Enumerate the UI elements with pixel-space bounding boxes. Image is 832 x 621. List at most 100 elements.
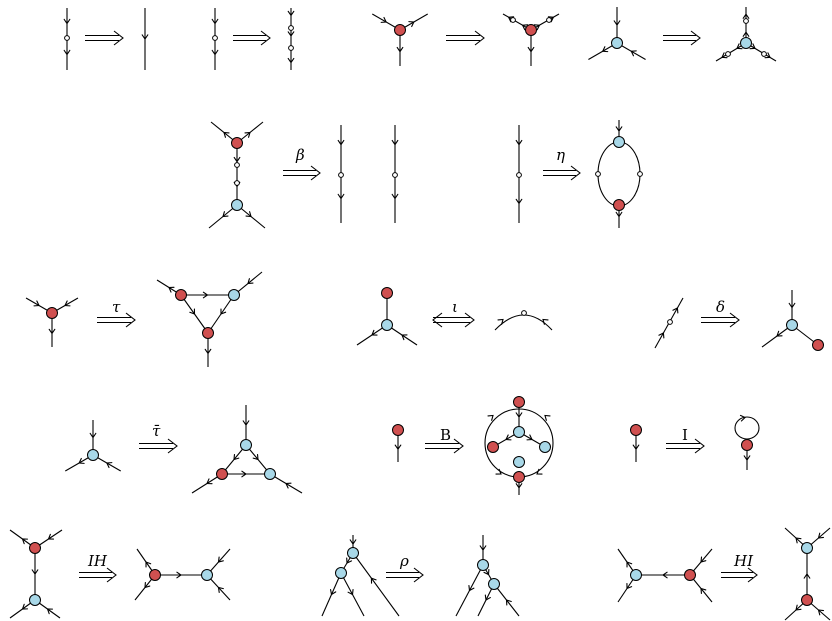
white-node xyxy=(392,172,398,178)
edge-arrowhead xyxy=(64,300,71,307)
implies-head xyxy=(167,438,178,454)
edge-arrowhead xyxy=(515,198,523,205)
red-node xyxy=(513,396,525,408)
edge-arrowhead xyxy=(285,482,292,489)
blue-node xyxy=(264,468,276,480)
implication-arrows-layer xyxy=(79,30,758,583)
edge-arrowhead xyxy=(222,211,229,218)
edge-arrowhead xyxy=(615,211,623,218)
edge-arrowhead xyxy=(141,34,149,40)
white-node xyxy=(521,310,527,316)
edge-arrowhead xyxy=(601,46,609,53)
edge-arrowhead xyxy=(211,49,219,56)
edge-arrowhead xyxy=(743,455,751,461)
label-tau: τ xyxy=(112,298,121,316)
edge-arrowhead xyxy=(347,588,354,596)
edge-arrowhead xyxy=(527,46,535,53)
blue-node xyxy=(477,559,489,571)
implies-head xyxy=(310,165,321,181)
implies-head xyxy=(694,438,705,454)
red-node xyxy=(381,287,393,299)
loop-edge xyxy=(597,141,641,207)
implies-head xyxy=(464,312,475,328)
blue-node xyxy=(786,319,798,331)
edge-arrowhead xyxy=(803,573,811,579)
white-node xyxy=(234,180,240,186)
edge-arrowhead xyxy=(287,31,295,37)
edge-arrowhead xyxy=(776,330,783,337)
blue-node xyxy=(87,449,99,461)
edge-arrowhead xyxy=(742,13,750,19)
red-node xyxy=(29,542,41,554)
edge-arrowhead xyxy=(788,302,796,309)
edge-arrowhead xyxy=(672,307,679,314)
label-iota: ι xyxy=(452,298,458,316)
label-IH: IH xyxy=(87,552,108,570)
label-eta: η xyxy=(556,146,565,164)
edge-arrowhead xyxy=(795,537,802,544)
edge-arrowhead xyxy=(521,24,529,31)
edge-arrowhead xyxy=(244,131,251,138)
white-node xyxy=(725,51,731,57)
implies-head xyxy=(125,312,136,328)
edge-arrowhead xyxy=(544,414,551,421)
edge-arrowhead xyxy=(547,16,555,23)
edge-arrowhead xyxy=(764,52,771,59)
edge-arrowhead xyxy=(287,57,295,64)
edge-arrowhead xyxy=(817,609,825,616)
edge-arrowhead xyxy=(189,308,196,315)
edge-arrowhead xyxy=(145,561,152,568)
edge-arrowhead xyxy=(33,300,40,307)
implies-head xyxy=(690,30,701,46)
edge-arrowhead xyxy=(371,329,378,336)
edge-arrowhead xyxy=(47,533,55,540)
red-node xyxy=(741,439,753,451)
blue-node xyxy=(231,199,243,211)
edge-arrowhead xyxy=(46,608,54,615)
blue-node xyxy=(240,439,252,451)
red-node xyxy=(231,137,243,149)
label-beta: β xyxy=(295,146,305,164)
blue-node xyxy=(347,547,359,559)
edge-arrowhead xyxy=(144,581,151,589)
label-delta: δ xyxy=(716,298,725,316)
edge-arrowhead xyxy=(515,139,523,146)
edge-arrowhead xyxy=(526,434,533,441)
edge-arrowhead xyxy=(721,52,728,59)
implies-head xyxy=(106,567,117,583)
blue-node xyxy=(488,578,500,590)
edge-arrowhead xyxy=(252,453,259,461)
edge-arrowhead xyxy=(542,318,549,325)
blue-node xyxy=(740,37,752,49)
edge-arrowhead xyxy=(233,453,240,461)
edge-arrowhead xyxy=(817,532,825,539)
white-node xyxy=(64,35,70,41)
white-node xyxy=(761,51,767,57)
red-node xyxy=(525,24,537,36)
red-node xyxy=(175,289,187,301)
red-node xyxy=(630,424,642,436)
red-node xyxy=(812,339,824,351)
white-node xyxy=(234,162,240,168)
blue-node xyxy=(539,441,551,453)
edge-arrowhead xyxy=(48,328,56,335)
edge-arrowhead xyxy=(533,24,541,31)
edge-arrowhead xyxy=(330,589,337,596)
edge-arrowhead xyxy=(632,444,640,451)
red-node xyxy=(149,569,161,581)
white-node xyxy=(743,18,749,24)
label-B: B xyxy=(440,426,451,444)
implies-head xyxy=(729,312,740,328)
edge-arrowhead xyxy=(401,334,408,341)
white-node xyxy=(595,171,601,177)
edge-arrowhead xyxy=(505,434,512,441)
edge-arrowhead xyxy=(630,50,637,57)
edge-arrowhead xyxy=(242,420,250,426)
edges-layer xyxy=(9,7,831,621)
edge-arrowhead xyxy=(658,332,665,339)
red-node xyxy=(394,24,406,36)
edge-arrowhead xyxy=(78,457,85,464)
label-I: I xyxy=(682,426,688,444)
edge-arrowhead xyxy=(370,577,377,584)
edge-arrowhead xyxy=(394,444,402,451)
